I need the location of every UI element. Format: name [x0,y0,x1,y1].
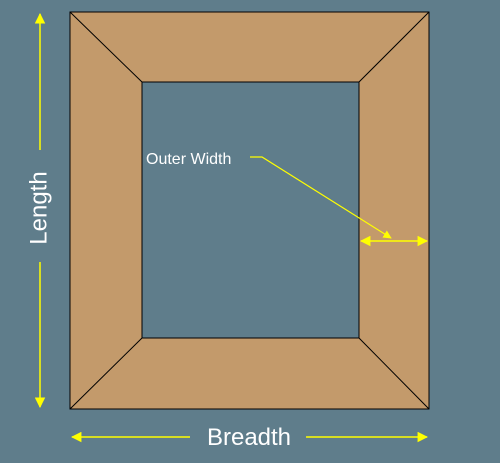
frame-opening [141,81,360,339]
outer-width-label: Outer Width [146,151,231,168]
mitre-bottom-right [358,337,430,410]
mitre-top-right [358,11,430,83]
breadth-label: Breadth [207,424,291,451]
length-label: Length [25,171,52,244]
mitre-top-left [69,11,143,83]
mitre-bottom-left [69,337,143,410]
outer-width-leader [250,156,392,239]
